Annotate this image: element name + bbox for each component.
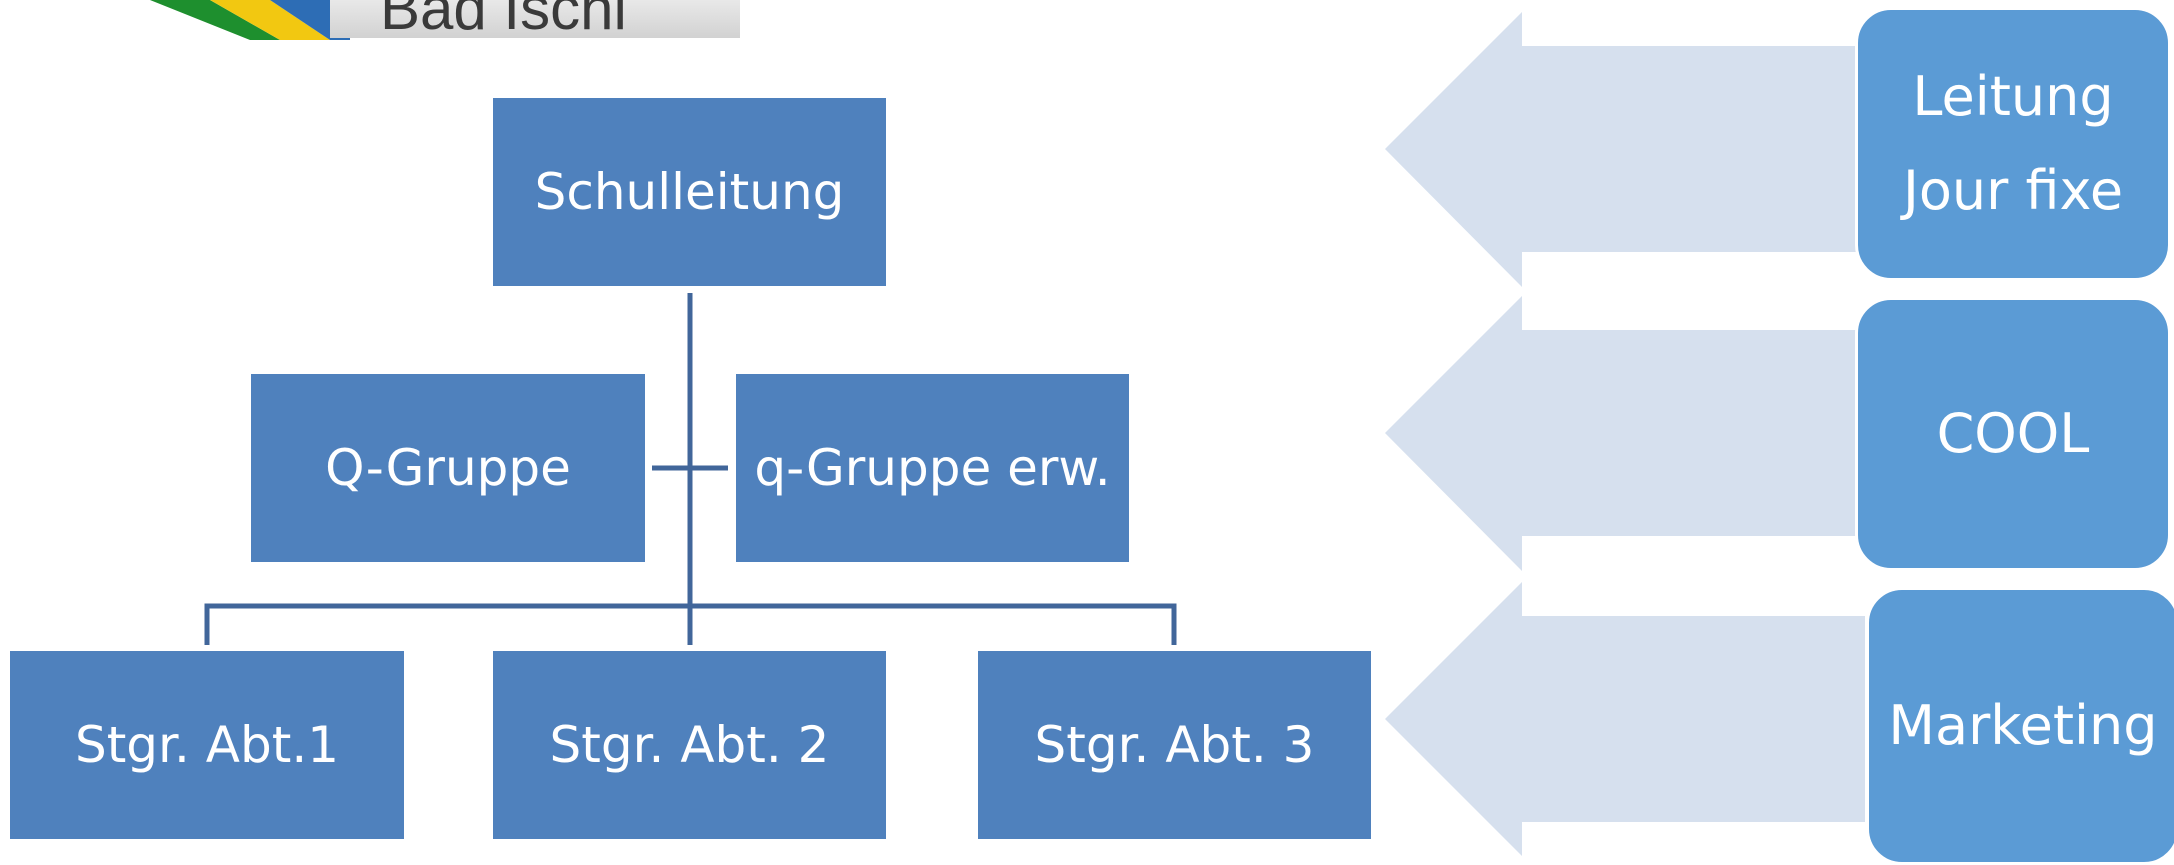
- side-box-leitung-jour-fixe: Leitung Jour fixe: [1855, 7, 2171, 281]
- side-box-marketing: Marketing: [1866, 587, 2174, 865]
- connector-bottom-bracket: [204, 603, 1177, 645]
- arrow-3-icon: [1385, 582, 1865, 856]
- side-box-line: Leitung: [1912, 65, 2114, 128]
- org-box-q-gruppe: Q-Gruppe: [251, 374, 645, 562]
- org-box-schulleitung: Schulleitung: [493, 98, 886, 286]
- side-box-line: Marketing: [1888, 694, 2158, 757]
- org-box-stgr-abt-2: Stgr. Abt. 2: [493, 651, 886, 839]
- org-chart-connectors: [204, 293, 1177, 645]
- arrow-2-icon: [1385, 296, 1865, 571]
- arrow-1-icon: [1385, 12, 1865, 287]
- logo-nameplate: [330, 0, 740, 38]
- side-box-cool: COOL: [1855, 297, 2171, 571]
- side-box-line: COOL: [1936, 402, 2090, 465]
- school-logo: Bad Ischl: [150, 0, 740, 40]
- org-box-stgr-abt-1: Stgr. Abt.1: [10, 651, 404, 839]
- logo-text: Bad Ischl: [380, 0, 627, 40]
- org-box-stgr-abt-3: Stgr. Abt. 3: [978, 651, 1371, 839]
- side-box-line: Jour fixe: [1902, 159, 2124, 222]
- org-box-q-gruppe-erw: q-Gruppe erw.: [736, 374, 1129, 562]
